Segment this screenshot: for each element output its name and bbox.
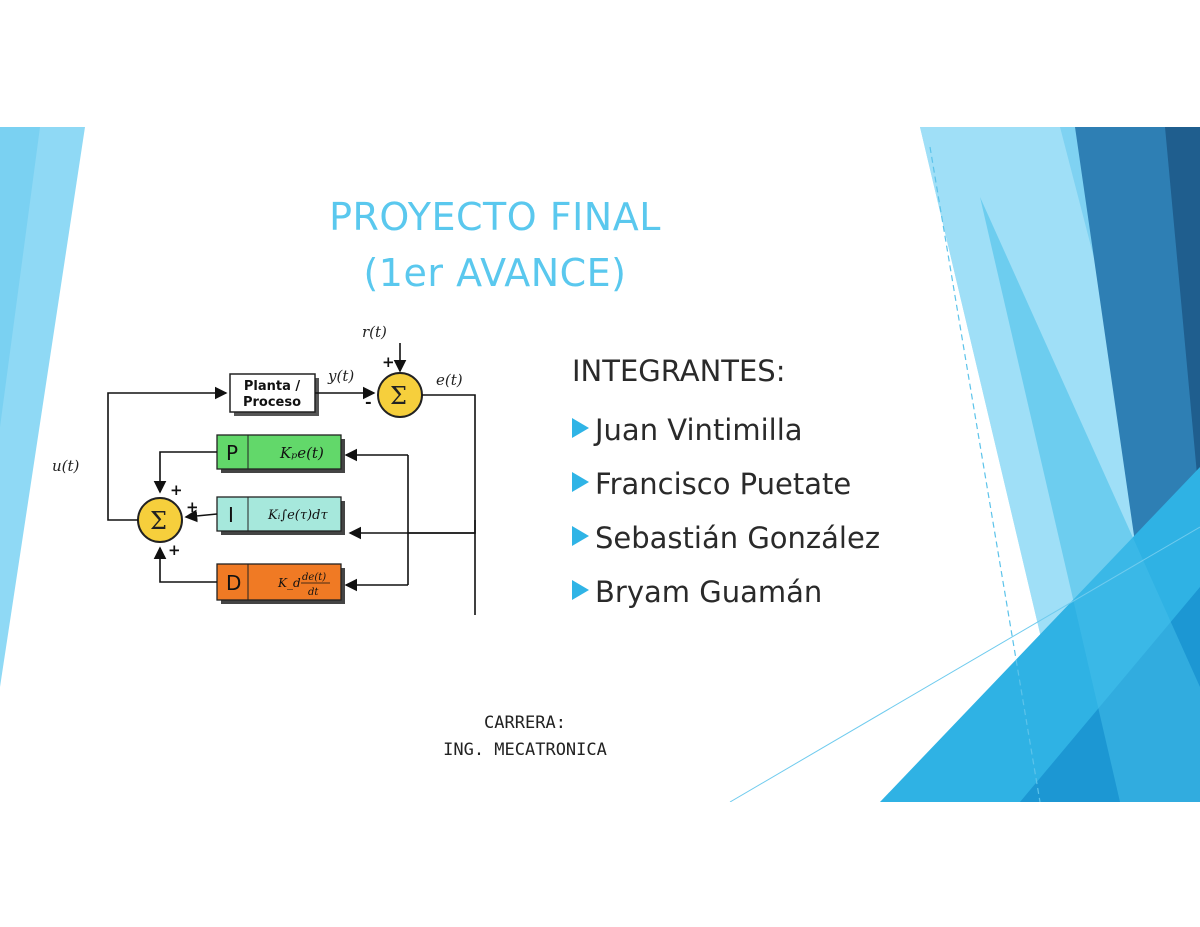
- title-line-1: PROYECTO FINAL: [329, 195, 661, 239]
- slide: PROYECTO FINAL (1er AVANCE) r(t) + Σ Pla…: [0, 127, 1200, 802]
- members-section: INTEGRANTES: Juan Vintimilla Francisco P…: [572, 349, 880, 619]
- i-term: Kᵢ∫e(τ)dτ: [267, 508, 328, 523]
- reference-label: r(t): [362, 323, 387, 341]
- members-list: Juan Vintimilla Francisco Puetate Sebast…: [572, 403, 880, 619]
- error-label: e(t): [436, 371, 463, 389]
- i-block: [216, 496, 342, 532]
- d-term-k: K_d: [277, 576, 301, 590]
- p-term: Kₚe(t): [279, 444, 324, 462]
- career-label: CARRERA:: [484, 713, 566, 733]
- plus-sign-top: +: [382, 353, 395, 371]
- member-name: Bryam Guamán: [595, 575, 823, 609]
- members-heading: INTEGRANTES:: [572, 354, 786, 388]
- member-name: Francisco Puetate: [595, 467, 852, 501]
- d-term-den: dt: [308, 587, 319, 598]
- plus-sign-i: +: [186, 498, 199, 516]
- member-name: Sebastián González: [595, 521, 881, 555]
- career-section: CARRERA: ING. MECATRONICA: [380, 710, 670, 764]
- slide-title: PROYECTO FINAL (1er AVANCE): [230, 189, 760, 301]
- member-name: Juan Vintimilla: [595, 413, 803, 447]
- title-line-2: (1er AVANCE): [363, 251, 627, 295]
- plus-sign-d: +: [168, 541, 181, 559]
- list-item: Bryam Guamán: [572, 565, 880, 619]
- d-label: D: [226, 571, 241, 595]
- list-item: Francisco Puetate: [572, 457, 880, 511]
- decorative-shapes: [0, 127, 1200, 802]
- triangle-bullet-icon: [572, 580, 589, 600]
- d-term-num: de(t): [302, 572, 326, 583]
- list-item: Juan Vintimilla: [572, 403, 880, 457]
- p-block: [216, 434, 342, 470]
- triangle-bullet-icon: [572, 526, 589, 546]
- plus-sign-p: +: [170, 481, 183, 499]
- pid-block-diagram: r(t) + Σ Planta / Proceso y(t) - e(t) P …: [52, 323, 476, 615]
- sum-symbol-bottom: Σ: [150, 507, 167, 535]
- triangle-bullet-icon: [572, 418, 589, 438]
- career-value: ING. MECATRONICA: [443, 740, 607, 760]
- triangle-bullet-icon: [572, 472, 589, 492]
- plant-block: [229, 373, 316, 413]
- minus-sign: -: [365, 392, 372, 411]
- p-label: P: [226, 441, 238, 465]
- output-label: y(t): [327, 367, 354, 385]
- sum-symbol-top: Σ: [390, 382, 407, 410]
- list-item: Sebastián González: [572, 511, 880, 565]
- control-label: u(t): [52, 457, 80, 475]
- plant-label-2: Proceso: [243, 395, 301, 410]
- i-label: I: [228, 503, 234, 527]
- plant-label-1: Planta /: [244, 379, 301, 394]
